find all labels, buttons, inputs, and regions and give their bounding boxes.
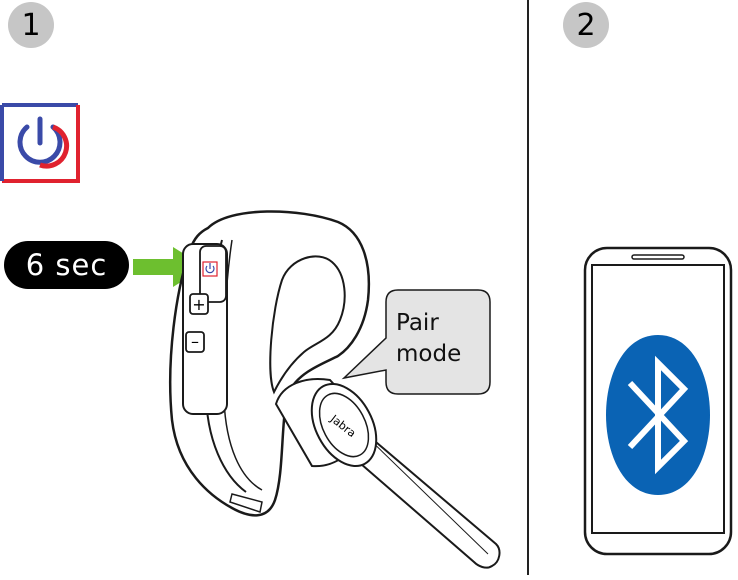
pair-mode-text: Pair mode bbox=[396, 308, 480, 370]
bluetooth-icon bbox=[606, 335, 710, 495]
callout-line-2: mode bbox=[396, 339, 480, 370]
press-duration-text: 6 sec bbox=[26, 248, 108, 282]
step-2-badge: 2 bbox=[563, 2, 609, 48]
step-2-number: 2 bbox=[576, 8, 595, 43]
volume-up-label: + bbox=[192, 295, 205, 314]
step-1-number: 1 bbox=[21, 8, 40, 43]
press-duration-label: 6 sec bbox=[4, 241, 129, 289]
callout-line-1: Pair bbox=[396, 308, 480, 339]
step-1-badge: 1 bbox=[8, 2, 54, 48]
power-icon bbox=[0, 103, 82, 183]
smartphone-illustration bbox=[580, 245, 736, 557]
step-divider bbox=[527, 0, 529, 575]
volume-down-label: – bbox=[191, 332, 199, 351]
